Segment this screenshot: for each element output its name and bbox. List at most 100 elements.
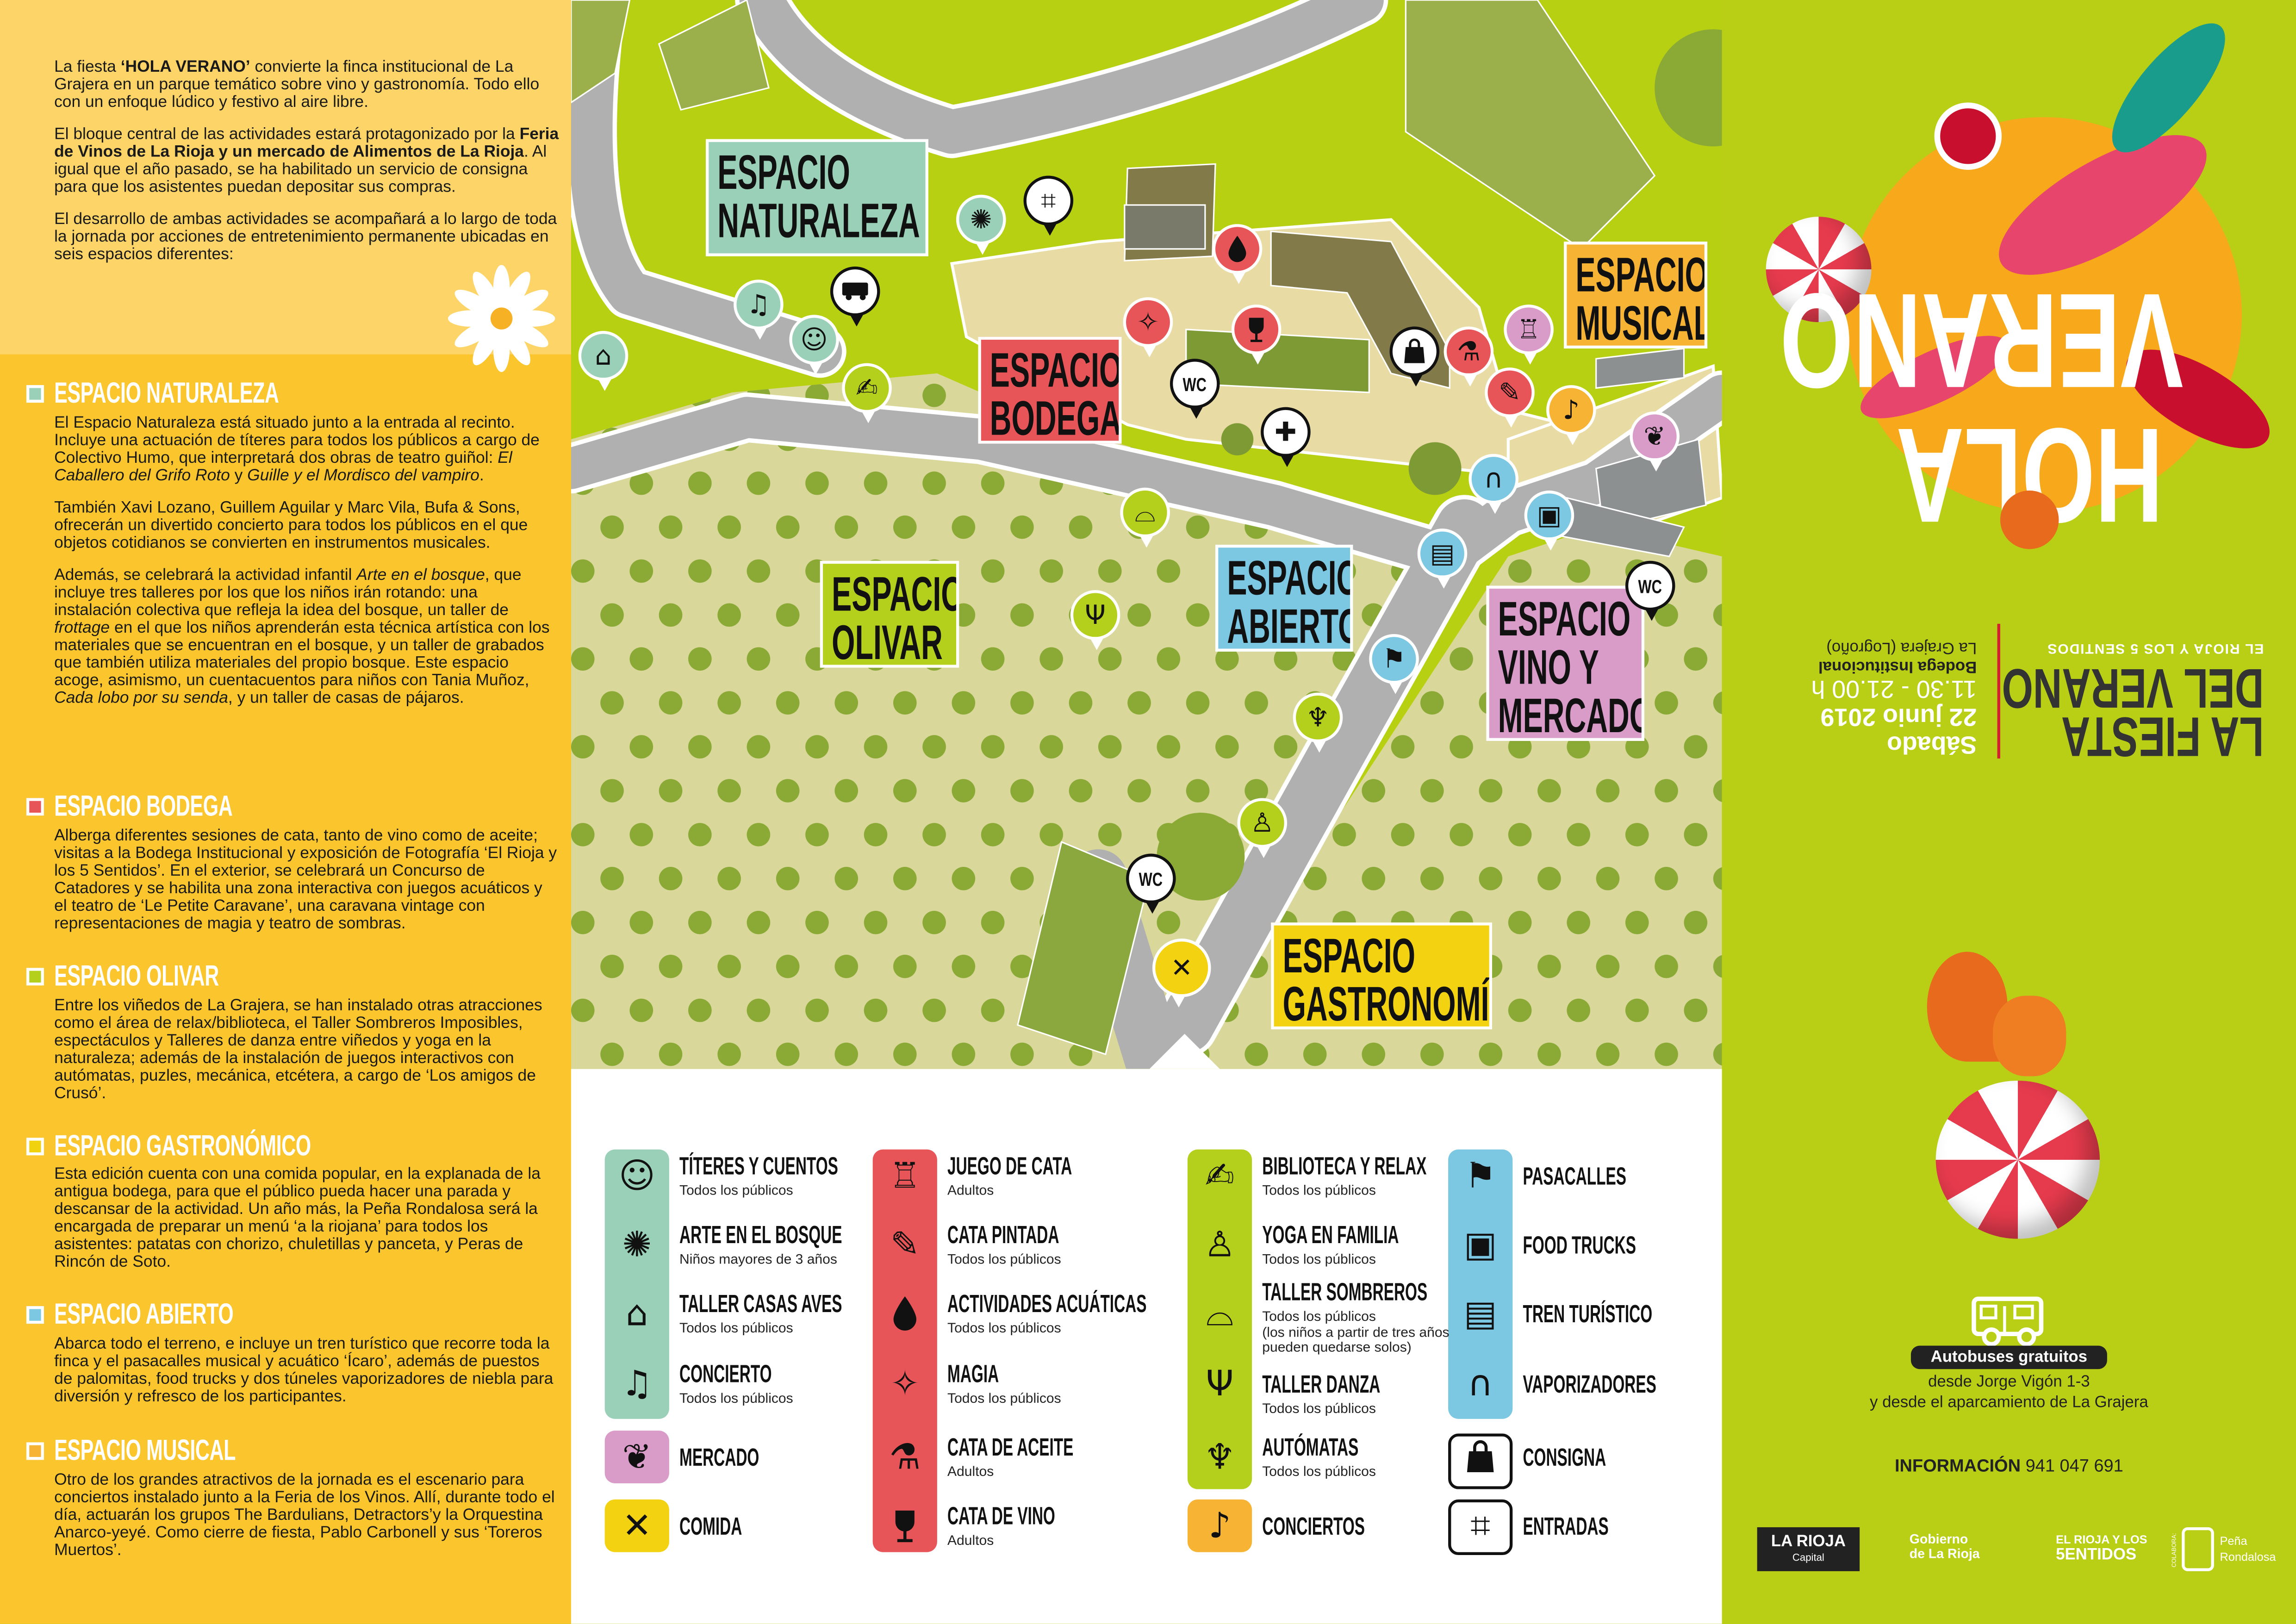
legend-item-title: JUEGO DE CATA xyxy=(947,1152,1072,1181)
map-pin-pasacalles[interactable]: ⚑ xyxy=(1369,634,1419,694)
birdhouse-icon: ⌂ xyxy=(595,340,612,372)
map-pin-tren[interactable]: ▤ xyxy=(1417,529,1468,589)
info-phone[interactable]: 941 047 691 xyxy=(2025,1455,2123,1476)
legend-item-audience: Todos los públicos xyxy=(1262,1183,1376,1200)
zone-label-bodega[interactable]: ESPACIO BODEGA xyxy=(978,336,1122,444)
map-pin-magia[interactable]: ✧ xyxy=(1123,297,1173,357)
daisy-petal xyxy=(473,324,500,366)
map-pin-comida[interactable]: ✕ xyxy=(1152,939,1211,1008)
legend-item-audience: Todos los públicos xyxy=(1262,1464,1376,1481)
map-pin-titeres[interactable]: ☺ xyxy=(789,315,839,375)
ticket-wine-icon: ⌗ xyxy=(1470,1505,1491,1547)
olive-tree xyxy=(571,998,595,1022)
venue-map: ESPACIO NATURALEZA ESPACIO BODEGA ESPACI… xyxy=(571,0,1722,1069)
map-pin-concierto[interactable]: ♫ xyxy=(734,280,784,340)
map-pin-cata-aceite[interactable]: ⚗ xyxy=(1444,326,1494,387)
daisy-petal xyxy=(503,272,530,313)
info-label: INFORMACIÓN xyxy=(1894,1455,2021,1476)
event-hours: 11.30 - 21.00 h xyxy=(1811,675,1977,703)
text-segment: y xyxy=(230,467,248,485)
map-pin-yoga[interactable]: ♙ xyxy=(1237,798,1288,859)
map-pin-wc[interactable]: WC xyxy=(1625,560,1675,621)
olive-tree xyxy=(1625,910,1649,934)
olive-tree xyxy=(1596,1042,1620,1066)
zone-label-gastronomia[interactable]: ESPACIO GASTRONOMÍA xyxy=(1271,922,1493,1030)
zone-label-abierto[interactable]: ESPACIO ABIERTO xyxy=(1215,544,1353,652)
olive-tree xyxy=(805,735,829,759)
olive-tree xyxy=(1069,515,1093,539)
legend-item: VAPORIZADORES xyxy=(1523,1372,1738,1400)
map-pin-wc[interactable]: WC xyxy=(1126,853,1176,914)
olive-tree xyxy=(1450,647,1473,671)
map-pin-food-trucks[interactable]: ▣ xyxy=(1524,490,1574,551)
italic-title: El Caballero del Grifo Roto xyxy=(54,449,512,485)
zone-label-line: ABIERTO xyxy=(1227,599,1353,652)
section-paragraph: El Espacio Naturaleza está situado junto… xyxy=(54,414,560,485)
map-pin-cata-pintada[interactable]: ✎ xyxy=(1485,367,1535,428)
olive-tree xyxy=(688,735,712,759)
colabora-label: COLABORA: xyxy=(2170,1533,2178,1568)
map-pin-sombreros[interactable]: ⌓ xyxy=(1120,487,1170,548)
map-pin-biblioteca[interactable]: ✍ xyxy=(842,363,892,423)
map-pin-acuaticas[interactable] xyxy=(1212,224,1263,284)
title-verano: VERANO xyxy=(1780,265,2184,415)
legend-item: MERCADO xyxy=(679,1445,808,1473)
map-pin-bus[interactable] xyxy=(830,266,880,327)
market-icon: ❦ xyxy=(1643,421,1666,452)
legend-item-note: (los niños a partir de tres años pueden … xyxy=(1262,1325,1450,1356)
map-pin-arte-bosque[interactable]: ✺ xyxy=(956,194,1006,255)
olive-tree xyxy=(600,954,624,978)
map-pin-automatas[interactable]: ♆ xyxy=(1293,692,1343,753)
hat-icon: ⌓ xyxy=(1206,1293,1234,1334)
olive-tree xyxy=(1186,515,1210,539)
italic-title: Arte en el bosque xyxy=(356,566,485,585)
intro-paragraph: La fiesta ‘HOLA VERANO’ convierte la fin… xyxy=(54,59,560,112)
fork-knife-icon: ✕ xyxy=(622,1505,652,1547)
text-segment: , y un taller de casas de pájaros. xyxy=(228,690,464,708)
map-pin-vaporizadores[interactable]: ∩ xyxy=(1468,454,1518,514)
olive-tree xyxy=(952,1042,976,1066)
map-pin-mercado[interactable]: ❦ xyxy=(1630,411,1680,472)
zone-label-musical[interactable]: ESPACIO MUSICAL xyxy=(1564,242,1708,349)
zone-label-vino-mercado[interactable]: ESPACIO VINO Y MERCADO xyxy=(1486,585,1645,741)
map-pin-entradas[interactable]: ⌗ xyxy=(1023,175,1074,236)
olive-tree xyxy=(1010,691,1034,715)
map-pin-juego-cata[interactable]: ♖ xyxy=(1504,305,1554,365)
section-paragraph: Esta edición cuenta con una comida popul… xyxy=(54,1165,560,1271)
naturaleza-group-box xyxy=(604,1149,669,1419)
map-pin-wc[interactable]: WC xyxy=(1170,359,1220,419)
mist-arch-icon: ∩ xyxy=(1484,463,1504,494)
olive-tree xyxy=(1098,823,1122,846)
map-pin-casas-aves[interactable]: ⌂ xyxy=(578,331,628,391)
olive-tree xyxy=(864,735,888,759)
legend-notch xyxy=(1149,1033,1220,1069)
bus-stop-2: y desde el aparcamiento de La Grajera xyxy=(1870,1394,2148,1412)
map-pin-consigna[interactable] xyxy=(1389,326,1440,387)
zone-label-naturaleza[interactable]: ESPACIO NATURALEZA xyxy=(705,139,928,256)
olive-tree xyxy=(1010,867,1034,890)
oil-cruet-icon: ⚗ xyxy=(1456,336,1481,367)
theater-masks-icon: ☺ xyxy=(800,324,828,355)
olive-tree xyxy=(981,735,1005,759)
olive-tree xyxy=(981,471,1005,495)
map-pin-cata-vino[interactable] xyxy=(1231,305,1282,365)
zone-label-line: ESPACIO xyxy=(989,342,1122,397)
text-segment: Entre los viñedos de La Grajera, se han … xyxy=(54,997,542,1103)
olive-tree xyxy=(1420,691,1444,715)
map-pin-conciertos[interactable]: ♪ xyxy=(1546,385,1596,445)
dancer-icon: Ψ xyxy=(1206,1363,1234,1405)
olive-tree xyxy=(571,910,595,934)
olive-tree xyxy=(717,691,741,715)
map-pin-danza[interactable]: Ψ xyxy=(1070,590,1120,650)
olive-tree xyxy=(747,823,771,846)
section-paragraph: Otro de los grandes atractivos de la jor… xyxy=(54,1472,560,1560)
olive-tree xyxy=(600,515,624,539)
free-bus-badge: Autobuses gratuitos xyxy=(1910,1345,2107,1369)
map-pin-first-aid[interactable]: ✚ xyxy=(1261,407,1311,467)
logo-text: Rondalosa xyxy=(2220,1550,2276,1564)
olive-tree xyxy=(1450,735,1473,759)
zone-label-olivar[interactable]: ESPACIO OLIVAR xyxy=(820,560,959,668)
zone-label-line: MERCADO xyxy=(1498,688,1645,741)
text-segment: El desarrollo de ambas actividades se ac… xyxy=(54,211,557,264)
